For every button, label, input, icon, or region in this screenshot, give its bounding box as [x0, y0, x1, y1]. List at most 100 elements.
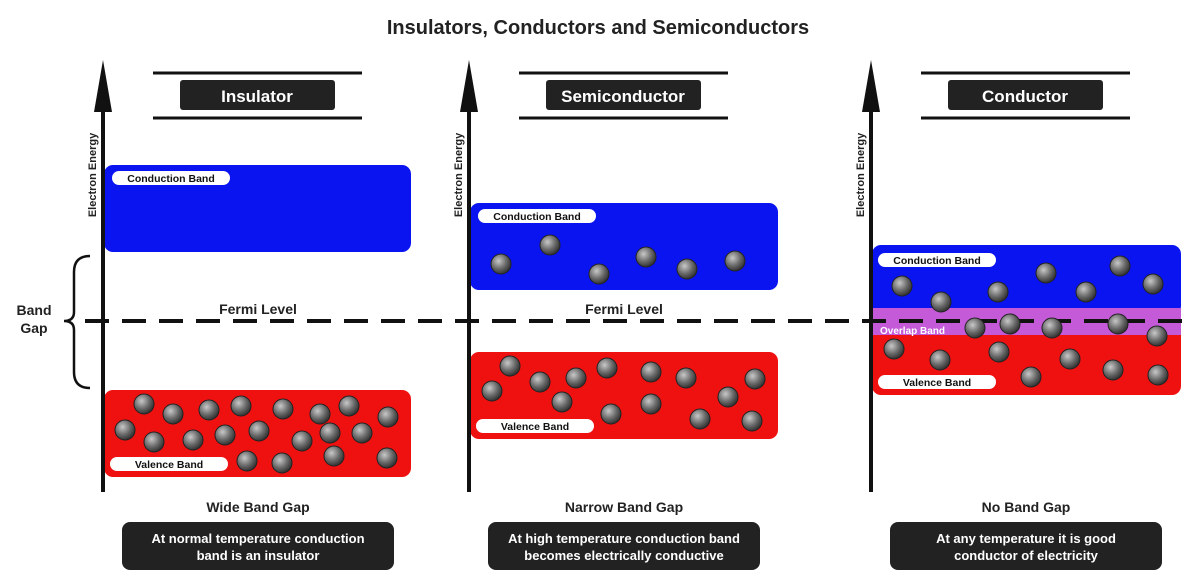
- conductor-conduction-label: Conduction Band: [893, 255, 981, 267]
- electron-icon: [635, 246, 657, 268]
- conductor-valence-pill: [878, 375, 996, 389]
- semiconductor-conduction-label: Conduction Band: [493, 211, 581, 223]
- electron-icon: [539, 234, 561, 256]
- electron-icon: [717, 386, 739, 408]
- heading-semiconductor: Semiconductor: [519, 71, 728, 120]
- electron-icon: [351, 422, 373, 444]
- electron-icon: [291, 430, 313, 452]
- electron-icon: [1035, 262, 1057, 284]
- band-gap-label-line2: Gap: [20, 320, 47, 336]
- electron-icon: [600, 403, 622, 425]
- axis-label-conductor: Electron Energy: [855, 132, 867, 217]
- conductor-overlap-label: Overlap Band: [880, 326, 945, 337]
- semiconductor-valence-label: Valence Band: [501, 421, 569, 433]
- electron-icon: [272, 398, 294, 420]
- electron-icon: [964, 317, 986, 339]
- electron-icon: [741, 410, 763, 432]
- electron-icon: [133, 393, 155, 415]
- electron-icon: [987, 281, 1009, 303]
- band-gap-label-line1: Band: [17, 302, 52, 318]
- electron-icon: [689, 408, 711, 430]
- electron-icon: [930, 291, 952, 313]
- note-semiconductor: At high temperature conduction band beco…: [488, 522, 760, 570]
- insulator-conduction-pill: [112, 171, 230, 185]
- fermi-label-insulator: Fermi Level: [219, 301, 297, 317]
- electron-icon: [1059, 348, 1081, 370]
- electron-icon: [182, 429, 204, 451]
- electron-icon: [376, 447, 398, 469]
- axis-semiconductor: [460, 60, 478, 492]
- heading-conductor-text: Conductor: [982, 87, 1068, 106]
- heading-insulator-text: Insulator: [221, 87, 293, 106]
- band-gap-bracket: [63, 254, 91, 390]
- semiconductor-conduction-band: [470, 203, 778, 290]
- electron-icon: [1146, 325, 1168, 347]
- electron-icon: [588, 263, 610, 285]
- electron-icon: [551, 391, 573, 413]
- axis-label-semiconductor: Electron Energy: [453, 132, 465, 217]
- electron-icon: [1147, 364, 1169, 386]
- electron-icon: [744, 368, 766, 390]
- electron-icon: [529, 371, 551, 393]
- heading-semiconductor-text: Semiconductor: [561, 87, 685, 106]
- note-insulator: At normal temperature conduction band is…: [122, 522, 394, 570]
- note-semiconductor-line2: becomes electrically conductive: [524, 548, 723, 563]
- electron-icon: [143, 431, 165, 453]
- electron-icon: [248, 420, 270, 442]
- caption-conductor: No Band Gap: [982, 499, 1071, 515]
- electron-icon: [929, 349, 951, 371]
- note-conductor-line2: conductor of electricity: [954, 548, 1099, 563]
- electron-icon: [1107, 313, 1129, 335]
- diagram-title: Insulators, Conductors and Semiconductor…: [387, 17, 809, 39]
- caption-semiconductor: Narrow Band Gap: [565, 499, 683, 515]
- electron-icon: [1109, 255, 1131, 277]
- insulator-conduction-band: [104, 165, 411, 252]
- electron-icon: [724, 250, 746, 272]
- electron-icon: [891, 275, 913, 297]
- note-conductor: At any temperature it is good conductor …: [890, 522, 1162, 570]
- heading-insulator: Insulator: [153, 71, 362, 120]
- electron-icon: [236, 450, 258, 472]
- electron-icon: [883, 338, 905, 360]
- electron-icon: [1142, 273, 1164, 295]
- electron-icon: [323, 445, 345, 467]
- conductor-valence-label: Valence Band: [903, 377, 971, 389]
- note-semiconductor-line1: At high temperature conduction band: [508, 531, 740, 546]
- conductor-conduction-pill: [878, 253, 996, 267]
- insulator-conduction-label: Conduction Band: [127, 173, 215, 185]
- electron-icon: [319, 422, 341, 444]
- note-insulator-line2: band is an insulator: [197, 548, 320, 563]
- semiconductor-conduction-pill: [478, 209, 596, 223]
- electron-icon: [338, 395, 360, 417]
- axis-conductor: [862, 60, 880, 492]
- electron-icon: [309, 403, 331, 425]
- electron-icon: [162, 403, 184, 425]
- axis-insulator: [94, 60, 112, 492]
- electron-icon: [377, 406, 399, 428]
- electron-icon: [499, 355, 521, 377]
- note-insulator-line1: At normal temperature conduction: [151, 531, 364, 546]
- semiconductor-valence-pill: [476, 419, 594, 433]
- electron-icon: [481, 380, 503, 402]
- electron-icon: [565, 367, 587, 389]
- electron-icon: [640, 361, 662, 383]
- electron-icon: [230, 395, 252, 417]
- electron-icon: [640, 393, 662, 415]
- electron-icon: [676, 258, 698, 280]
- axis-label-insulator: Electron Energy: [87, 132, 99, 217]
- electron-icon: [999, 313, 1021, 335]
- caption-insulator: Wide Band Gap: [206, 499, 309, 515]
- note-conductor-line1: At any temperature it is good: [936, 531, 1116, 546]
- electron-icon: [114, 419, 136, 441]
- insulator-valence-label: Valence Band: [135, 459, 203, 471]
- electron-icon: [1041, 317, 1063, 339]
- electron-icon: [271, 452, 293, 474]
- electron-icon: [596, 357, 618, 379]
- insulator-valence-pill: [110, 457, 228, 471]
- electron-icon: [1075, 281, 1097, 303]
- fermi-label-semiconductor: Fermi Level: [585, 301, 663, 317]
- electron-icon: [214, 424, 236, 446]
- electron-icon: [675, 367, 697, 389]
- electron-icon: [490, 253, 512, 275]
